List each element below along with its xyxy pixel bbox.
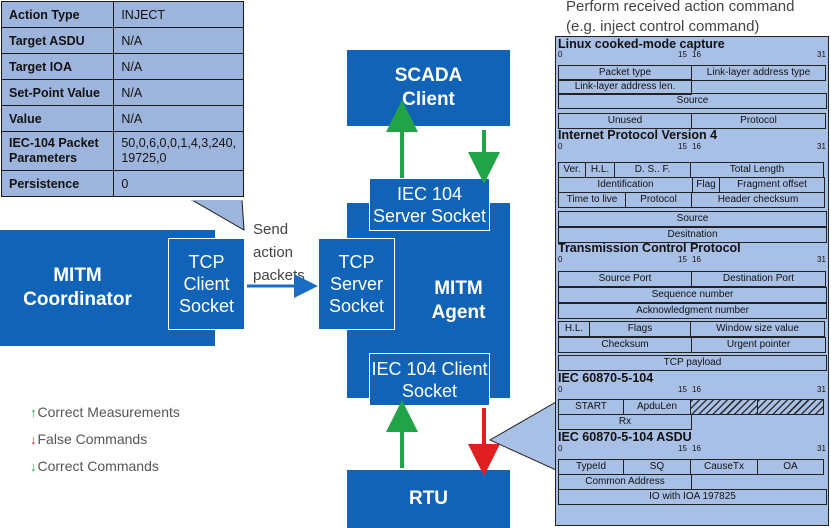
- field-start: START: [558, 399, 624, 415]
- field-sq: SQ: [623, 459, 691, 475]
- table-key: Action Type: [0, 1, 115, 28]
- legend-label: Correct Commands: [37, 458, 159, 474]
- field-window-size: Window size value: [690, 321, 825, 337]
- rtu-block: RTU: [347, 470, 510, 528]
- field-ttl: Time to live: [558, 192, 626, 208]
- table-key: Set-Point Value: [0, 79, 115, 106]
- field-sequence-number: Sequence number: [558, 287, 827, 303]
- iec104-client-socket-label: IEC 104 Client Socket: [371, 358, 488, 401]
- field-flags: Flags: [589, 321, 691, 337]
- field-tcp-payload: TCP payload: [558, 355, 827, 371]
- field-ll-addr-len: Link-layer address len.: [558, 79, 692, 95]
- mitm-agent-label: MITM Agent: [431, 277, 486, 323]
- table-key: Target ASDU: [0, 27, 115, 54]
- legend-item-measurements: ↑Correct Measurements: [30, 404, 180, 420]
- rtu-label: RTU: [408, 488, 449, 509]
- field-source: Source: [558, 93, 827, 109]
- field-ack-number: Acknowledgment number: [558, 303, 827, 319]
- field-typeid: TypeId: [558, 459, 624, 475]
- field-ver: Ver.: [558, 162, 586, 178]
- send-action-label: Send action packets: [253, 221, 305, 284]
- iec104-server-socket: IEC 104 Server Socket: [369, 178, 490, 231]
- table-value: 0: [113, 170, 244, 197]
- field-total-length: Total Length: [690, 162, 824, 178]
- field-header-checksum: Header checksum: [691, 192, 825, 208]
- table-value: N/A: [113, 53, 244, 80]
- tcp-client-socket: TCP Client Socket: [168, 238, 245, 330]
- field-unused: Unused: [558, 113, 692, 129]
- field-ll-addr-type: Link-layer address type: [691, 65, 826, 81]
- legend-item-correct-commands: ↓Correct Commands: [30, 458, 159, 474]
- field-common-address: Common Address: [558, 474, 692, 490]
- field-destination-port: Destination Port: [691, 271, 826, 287]
- field-source-port: Source Port: [558, 271, 692, 287]
- mitm-coordinator-label: MITM Coordinator: [23, 265, 132, 310]
- field-dsf: D. S.. F.: [614, 162, 691, 178]
- field-hl: H.L.: [585, 162, 615, 178]
- section-asdu: IEC 60870-5-104 ASDU: [558, 430, 692, 444]
- field-flag: Flag: [692, 177, 720, 193]
- table-key: Value: [0, 105, 115, 132]
- field-ip-destination: Desitnation: [558, 227, 827, 243]
- hatched-field: [690, 399, 758, 415]
- field-rx: Rx: [558, 414, 692, 430]
- tcp-client-socket-label: TCP Client Socket: [178, 252, 235, 316]
- field-identification: Identification: [558, 177, 693, 193]
- hatched-field: [757, 399, 824, 415]
- up-arrow-icon: ↑: [30, 405, 37, 420]
- field-fragment-offset: Fragment offset: [719, 177, 825, 193]
- section-linux-cooked: Linux cooked-mode capture: [558, 37, 725, 51]
- iec104-server-socket-label: IEC 104 Server Socket: [372, 183, 487, 226]
- packet-callout-pointer: [488, 401, 557, 471]
- down-arrow-icon: ↓: [30, 459, 37, 474]
- field-io: IO with IOA 197825: [558, 489, 827, 505]
- field-ip-protocol: Protocol: [625, 192, 692, 208]
- section-tcp: Transmission Control Protocol: [558, 241, 741, 255]
- legend-item-false-commands: ↓False Commands: [30, 431, 147, 447]
- table-value: N/A: [113, 105, 244, 132]
- section-ipv4: Internet Protocol Version 4: [558, 128, 718, 142]
- field-protocol: Protocol: [691, 113, 826, 129]
- field-checksum: Checksum: [558, 337, 692, 353]
- section-iec104: IEC 60870-5-104: [558, 371, 654, 385]
- field-tcp-hl: H.L.: [558, 321, 590, 337]
- table-value: 50,0,6,0,0,1,4,3,240, 19725,0: [113, 131, 244, 171]
- table-key: IEC-104 Packet Parameters: [0, 131, 115, 171]
- field-oa: OA: [757, 459, 824, 475]
- tcp-server-socket-label: TCP Server Socket: [328, 252, 385, 316]
- tcp-server-socket: TCP Server Socket: [318, 238, 395, 330]
- field-ip-source: Source: [558, 211, 827, 227]
- action-caption: Perform received action command (e.g. in…: [566, 0, 795, 35]
- table-key: Persistence: [0, 170, 115, 197]
- field-urgent-pointer: Urgent pointer: [691, 337, 826, 353]
- legend-label: Correct Measurements: [37, 404, 180, 420]
- iec104-client-socket: IEC 104 Client Socket: [369, 353, 490, 406]
- field-causetx: CauseTx: [690, 459, 758, 475]
- table-key: Target IOA: [0, 53, 115, 80]
- legend-label: False Commands: [37, 431, 148, 447]
- down-arrow-icon: ↓: [30, 432, 37, 447]
- table-callout-pointer: [190, 200, 245, 231]
- field-apdulen: ApduLen: [623, 399, 691, 415]
